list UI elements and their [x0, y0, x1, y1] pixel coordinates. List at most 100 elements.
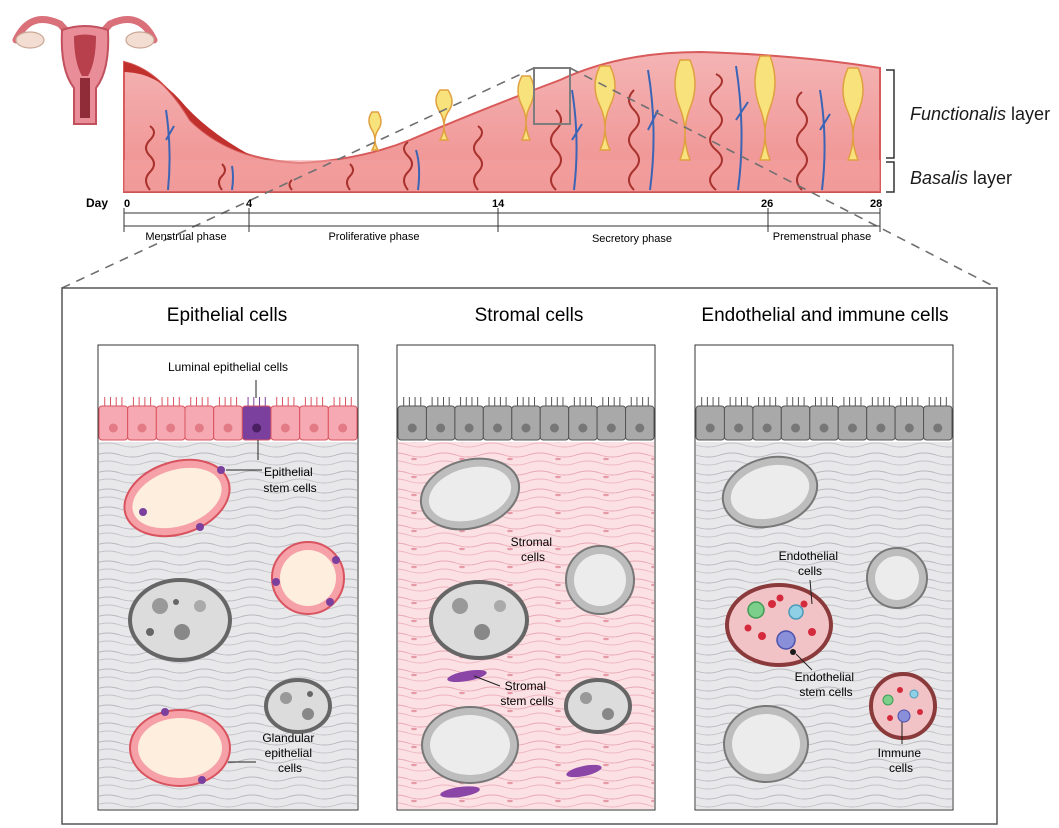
day-tick: 26: [761, 198, 773, 210]
day-tick: 14: [492, 198, 505, 210]
epithelial-cell: [596, 405, 627, 441]
phase-label: Proliferative phase: [328, 231, 419, 243]
basalis-label: Basalis layer: [910, 168, 1012, 188]
spiral-arteries: [145, 73, 808, 191]
epithelial-cell: [809, 405, 839, 441]
luminal-epithelium-grey: [695, 397, 953, 441]
cell-nucleus: [464, 423, 474, 433]
epithelial-cell: [539, 405, 570, 441]
stromal-stem-label: Stromal stem cells: [500, 679, 553, 708]
gland-grey: [721, 455, 819, 529]
cell-nucleus: [166, 423, 176, 433]
cell-nucleus: [280, 423, 290, 433]
gland: [123, 458, 231, 538]
cell-nucleus: [108, 423, 118, 433]
epithelial-stem-label: Epithelial stem cells: [263, 465, 316, 495]
cell-nucleus: [137, 423, 147, 433]
phase-label: Premenstrual phase: [773, 231, 871, 243]
endothelial-cells-label: Endothelial cells: [779, 549, 842, 578]
epithelial-cell: [568, 405, 598, 441]
immune-cells-label: Immune cells: [878, 746, 925, 775]
blood-vessel: [429, 580, 529, 660]
epithelial-cell: [213, 405, 243, 441]
gland-grey: [565, 545, 635, 615]
cell-nucleus: [436, 423, 446, 433]
epithelial-cell: [454, 405, 484, 441]
epithelial-cell: [482, 405, 513, 441]
cell-nucleus: [578, 423, 588, 433]
epithelial-cell: [327, 405, 358, 441]
gland-grey: [866, 547, 928, 609]
functionalis-label: Functionalis layer: [910, 104, 1050, 124]
cell-nucleus: [762, 423, 772, 433]
epithelial-cell: [425, 405, 456, 441]
epithelial-cell: [127, 405, 157, 441]
epithelial-cell: [695, 405, 725, 441]
endothelial-stem-label: Endothelial stem cells: [795, 670, 858, 699]
phase-label: Secretory phase: [592, 233, 672, 245]
stromal-panel: Stromal cells Stromal stem cells: [396, 344, 656, 811]
epithelial-panel: Luminal epithelial cells: [97, 344, 359, 811]
gland: [129, 708, 231, 787]
detail-frame: [61, 287, 998, 825]
epithelial-cell: [923, 405, 953, 441]
day-axis: Day 0 4 14 26 28 Menstrual phase Prolife…: [86, 196, 882, 245]
day-tick: 0: [124, 198, 130, 210]
cell-nucleus: [734, 423, 744, 433]
epithelial-stem-cell: [241, 405, 272, 441]
blood-vessel: [564, 678, 632, 734]
endometrium-profile: [123, 50, 881, 193]
day-axis-label: Day: [86, 196, 108, 210]
stromal-cells-label: Stromal cells: [511, 535, 556, 564]
epithelial-cell: [270, 405, 301, 441]
epithelial-cell: [155, 405, 186, 441]
epithelial-cell: [752, 405, 782, 441]
luminal-epithelial-label: Luminal epithelial cells: [168, 360, 288, 374]
cell-nucleus: [847, 423, 857, 433]
cell-nucleus: [819, 423, 829, 433]
cell-nucleus: [493, 423, 503, 433]
blood-vessel: [264, 678, 332, 734]
veins: [165, 65, 831, 191]
cell-nucleus: [606, 423, 616, 433]
epithelial-cell: [511, 405, 541, 441]
small-blood-vessel: [869, 672, 937, 740]
cell-nucleus: [904, 423, 914, 433]
cell-nucleus: [876, 423, 886, 433]
large-blood-vessel: [725, 583, 833, 667]
day-tick: 4: [246, 198, 253, 210]
epithelial-cell: [866, 405, 896, 441]
shedding-layer: [124, 62, 250, 155]
panel-title: Epithelial cells: [167, 305, 287, 326]
layer-brackets: [886, 69, 895, 193]
epithelial-cell: [184, 405, 215, 441]
cell-nucleus: [309, 423, 319, 433]
cell-nucleus: [635, 423, 645, 433]
epithelial-cell: [894, 405, 925, 441]
epithelial-cell: [397, 405, 427, 441]
panel-title: Endothelial and immune cells: [701, 305, 948, 326]
cell-nucleus: [338, 423, 348, 433]
cell-nucleus: [194, 423, 204, 433]
epithelial-cell: [780, 405, 811, 441]
cell-nucleus: [407, 423, 417, 433]
luminal-epithelium-grey: [397, 397, 655, 441]
epithelial-cell: [625, 405, 655, 441]
luminal-epithelium: [98, 397, 358, 441]
zoom-region: [533, 67, 571, 125]
epithelial-cell: [837, 405, 868, 441]
cell-nucleus: [791, 423, 801, 433]
gland-grey: [421, 706, 519, 784]
uterus-icon: [12, 16, 158, 125]
cell-nucleus: [549, 423, 559, 433]
cell-nucleus: [705, 423, 715, 433]
uterine-glands: [368, 55, 864, 161]
day-tick: 28: [870, 198, 882, 210]
cell-nucleus: [252, 423, 262, 433]
panel-title: Stromal cells: [475, 305, 584, 326]
zoom-lines: [61, 67, 998, 289]
epithelial-cell: [723, 405, 754, 441]
cell-nucleus: [521, 423, 531, 433]
cell-nucleus: [933, 423, 943, 433]
